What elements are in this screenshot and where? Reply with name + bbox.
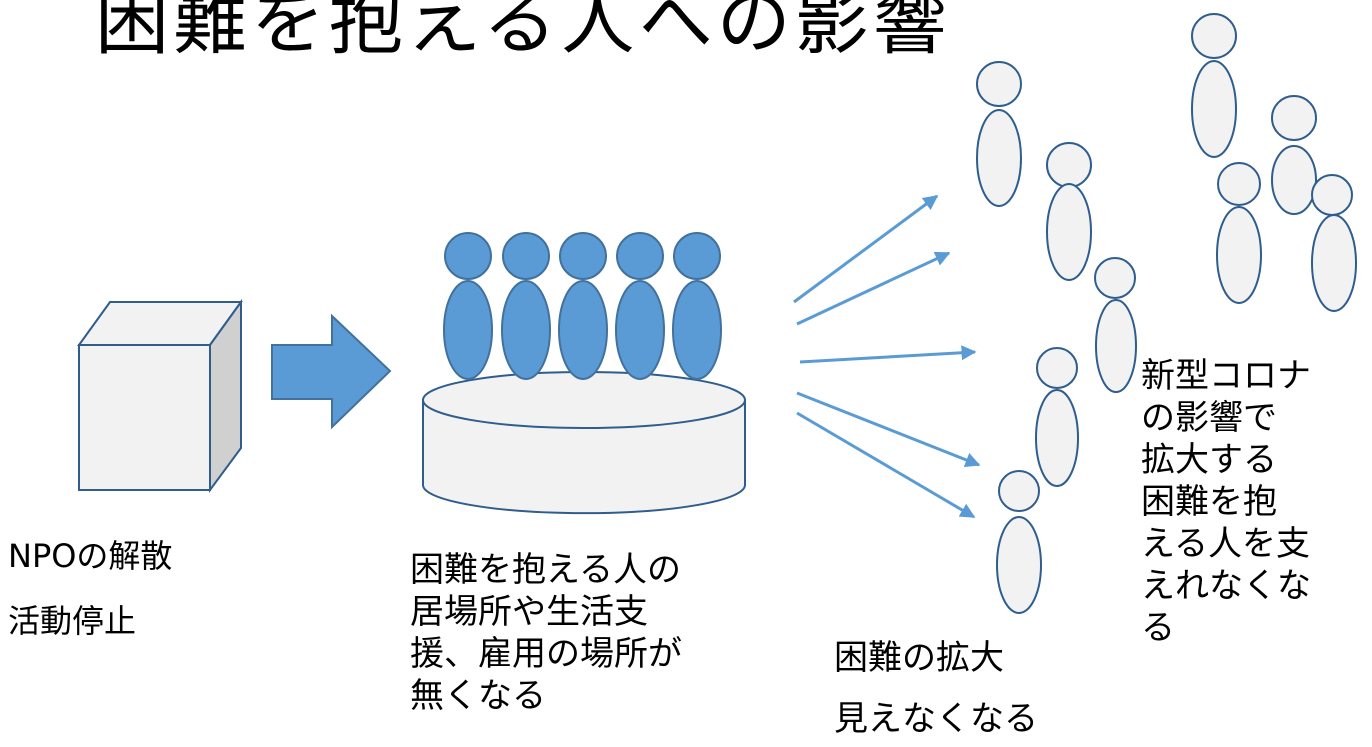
blue-people-group-icon	[443, 232, 722, 380]
caption-center-line: 困難を抱える人の	[410, 550, 681, 590]
caption-right: 新型コロナ の影響で 拡大する 困難を抱 える人を支 えれなくな る	[1141, 355, 1311, 649]
caption-center-line: 無くなる	[410, 676, 546, 716]
caption-center: 困難を抱える人の 居場所や生活支 援、雇用の場所が 無くなる	[410, 549, 682, 717]
label-npo-dissolution: NPOの解散	[8, 537, 173, 575]
caption-center-line: 居場所や生活支	[410, 592, 648, 632]
caption-right-line: 困難を抱	[1141, 482, 1277, 522]
caption-right-line: えれなくな	[1141, 566, 1311, 606]
cylinder-platform-icon	[422, 371, 746, 515]
gray-people-group-icon	[1191, 13, 1357, 312]
block-arrow-icon	[271, 313, 392, 430]
caption-right-line: 新型コロナ	[1141, 356, 1311, 396]
label-become-invisible: 見えなくなる	[834, 699, 1038, 739]
caption-right-line: 拡大する	[1141, 440, 1277, 480]
caption-right-line: る	[1141, 608, 1175, 648]
gray-people-scattered-icon	[976, 61, 1137, 614]
caption-right-line: える人を支	[1141, 524, 1310, 564]
npo-box-icon	[77, 298, 243, 494]
spread-arrows-icon	[793, 194, 981, 519]
label-activity-stop: 活動停止	[8, 602, 137, 640]
label-difficulty-expand: 困難の拡大	[834, 638, 1004, 678]
caption-right-line: の影響で	[1141, 398, 1277, 438]
caption-center-line: 援、雇用の場所が	[410, 634, 682, 674]
page-title: 困難を抱える人への影響	[95, 0, 951, 65]
